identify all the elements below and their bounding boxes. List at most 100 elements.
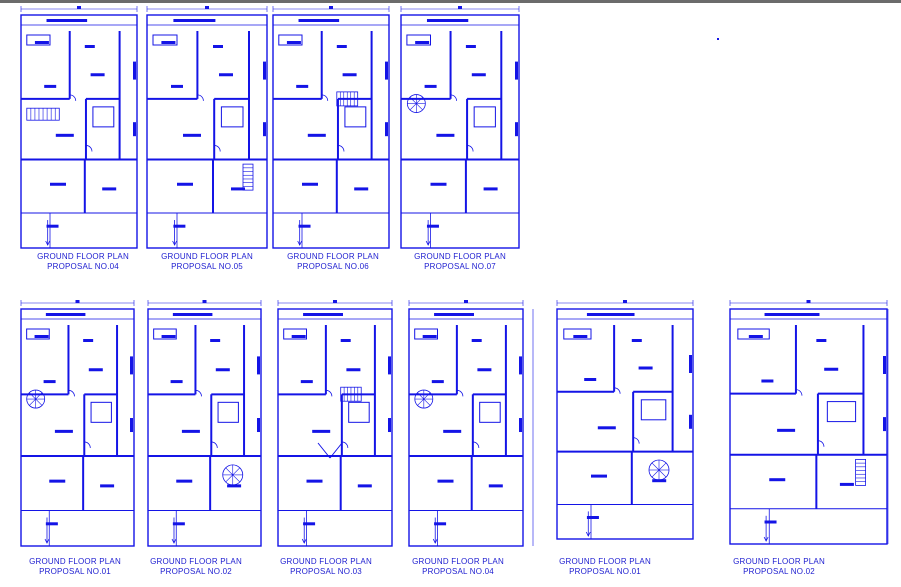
room-label-block — [210, 339, 221, 342]
window-mark — [883, 417, 886, 432]
room-label-block — [777, 428, 796, 432]
plan-caption-title: GROUND FLOOR PLAN — [161, 252, 253, 261]
stair-tread — [651, 462, 660, 471]
door-swing — [467, 145, 474, 152]
room-label-block — [761, 379, 774, 383]
dimension-text — [329, 6, 333, 9]
plan-caption-title: GROUND FLOOR PLAN — [29, 557, 121, 566]
entrance-arrowhead — [297, 240, 303, 246]
room-outline — [92, 106, 115, 128]
drawing-mark — [717, 38, 719, 40]
plot-boundary — [408, 308, 524, 547]
plan-caption-4: GROUND FLOOR PLAN PROPOSAL NO.07 — [395, 252, 525, 272]
road-label — [46, 19, 88, 22]
room-label-block — [839, 482, 854, 486]
window-mark — [519, 418, 522, 433]
plan-caption-title: GROUND FLOOR PLAN — [559, 557, 651, 566]
stair-tread — [232, 467, 241, 476]
room-label-block — [83, 339, 94, 342]
plan-caption-subtitle: PROPOSAL NO.05 — [171, 262, 243, 271]
room-label-block — [303, 522, 316, 526]
room-outline — [414, 328, 439, 340]
room-outline — [26, 34, 51, 46]
plot-boundary — [556, 308, 694, 540]
road-label — [764, 313, 820, 316]
plot-boundary — [400, 14, 520, 249]
plan-caption-title: GROUND FLOOR PLAN — [287, 252, 379, 261]
window-mark — [689, 355, 692, 373]
room-outline — [348, 401, 370, 423]
room-label-block — [312, 429, 331, 433]
plot-boundary — [272, 14, 390, 249]
road-label — [298, 19, 340, 22]
room-label-block — [300, 380, 313, 384]
door-swing — [69, 94, 77, 101]
room-label-block — [430, 182, 447, 186]
plot-boundary — [146, 14, 268, 249]
room-label-block — [434, 522, 447, 526]
room-label-block — [215, 368, 230, 372]
door-swing — [450, 94, 457, 101]
cad-drawing-sheet[interactable] — [0, 3, 901, 587]
room-label-block — [424, 84, 437, 88]
room-outline — [406, 34, 431, 46]
road-label — [172, 313, 213, 316]
plan-caption-8: GROUND FLOOR PLAN PROPOSAL NO.04 — [398, 557, 518, 577]
room-label-block — [88, 368, 103, 372]
room-outline — [278, 34, 303, 46]
plot-boundary — [729, 308, 888, 545]
room-outline — [737, 328, 770, 340]
plan-caption-title: GROUND FLOOR PLAN — [414, 252, 506, 261]
plan-caption-subtitle: PROPOSAL NO.01 — [569, 567, 641, 576]
room-label-block — [54, 429, 73, 433]
room-label-block — [291, 335, 306, 338]
room-outline — [826, 401, 857, 423]
plan-caption-3: GROUND FLOOR PLAN PROPOSAL NO.06 — [268, 252, 398, 272]
plan-caption-1: GROUND FLOOR PLAN PROPOSAL NO.04 — [18, 252, 148, 272]
room-label-block — [769, 478, 786, 482]
room-label-block — [631, 339, 642, 342]
wall-line — [317, 442, 331, 459]
plan-caption-subtitle: PROPOSAL NO.04 — [422, 567, 494, 576]
window-mark — [130, 418, 133, 433]
entrance-arrowhead — [432, 538, 438, 544]
door-swing — [337, 145, 345, 152]
room-label-block — [100, 484, 115, 488]
room-label-block — [55, 133, 74, 137]
road-label — [434, 313, 474, 316]
room-label-block — [102, 187, 117, 191]
room-outline — [473, 106, 496, 128]
room-label-block — [483, 187, 498, 191]
dimension-text — [205, 6, 209, 9]
plan-caption-9: GROUND FLOOR PLAN PROPOSAL NO.01 — [545, 557, 665, 577]
stair-tread — [232, 474, 241, 483]
room-label-block — [176, 479, 193, 483]
door-swing — [195, 389, 202, 397]
room-label-block — [173, 224, 186, 228]
room-label-block — [183, 133, 201, 137]
entrance-arrowhead — [44, 538, 50, 544]
dimension-text — [333, 300, 337, 303]
room-label-block — [824, 367, 839, 371]
room-label-block — [573, 335, 588, 338]
plan-caption-title: GROUND FLOOR PLAN — [37, 252, 129, 261]
stair-tread — [416, 103, 423, 111]
room-label-block — [638, 366, 653, 370]
stair-tread — [409, 96, 417, 104]
door-swing — [341, 441, 349, 448]
room-label-block — [436, 133, 455, 137]
wall-line — [329, 442, 343, 459]
stair-tread — [417, 392, 425, 400]
room-outline — [283, 328, 308, 340]
plan-caption-10: GROUND FLOOR PLAN PROPOSAL NO.02 — [719, 557, 839, 577]
room-outline — [217, 401, 239, 423]
window-mark — [689, 414, 692, 429]
plan-caption-title: GROUND FLOOR PLAN — [150, 557, 242, 566]
floor-plan-drawing — [20, 6, 889, 547]
room-label-block — [34, 335, 49, 338]
room-label-block — [336, 45, 347, 48]
window-mark — [388, 356, 391, 375]
stair-tread — [35, 398, 43, 406]
door-swing — [85, 145, 93, 152]
room-label-block — [422, 335, 437, 338]
